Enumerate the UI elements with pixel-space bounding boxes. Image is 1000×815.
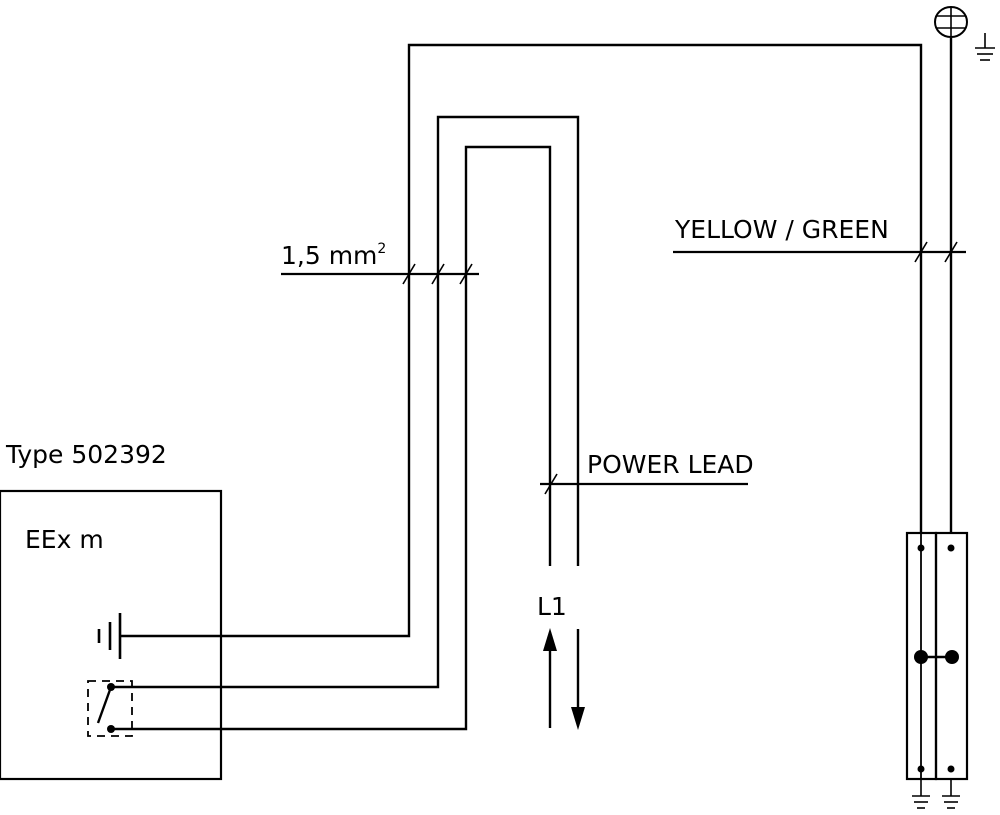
earth-conductor [120, 43, 923, 638]
internal-earth-icon [97, 613, 122, 659]
earth-conductor-label: YELLOW / GREEN [674, 215, 889, 244]
cross-section-superscript: 2 [377, 241, 386, 257]
earth-electrode-icon [934, 6, 968, 38]
earth-conductor-annotation: YELLOW / GREEN [673, 215, 966, 263]
bottom-earth-icon-right [942, 779, 960, 809]
bottom-earth-icon-left [912, 779, 930, 809]
cross-section-value: 1,5 mm [281, 241, 377, 270]
power-lead-annotation: POWER LEAD [540, 450, 754, 495]
down-arrow-icon [571, 629, 585, 730]
cross-section-annotation: 1,5 mm2 [281, 241, 479, 285]
power-lead-label: POWER LEAD [587, 450, 754, 479]
up-arrow-icon [543, 628, 557, 728]
phase-label: L1 [537, 592, 567, 621]
switch-icon [87, 680, 133, 737]
protection-label: EEx m [25, 525, 104, 554]
phase-conductor [111, 145, 552, 731]
type-label: Type 502392 [5, 440, 167, 469]
cross-section-label: 1,5 mm2 [281, 241, 386, 270]
neutral-conductor [111, 115, 580, 689]
earth-terminal-block [905, 531, 969, 781]
top-earth-icon [975, 33, 995, 61]
